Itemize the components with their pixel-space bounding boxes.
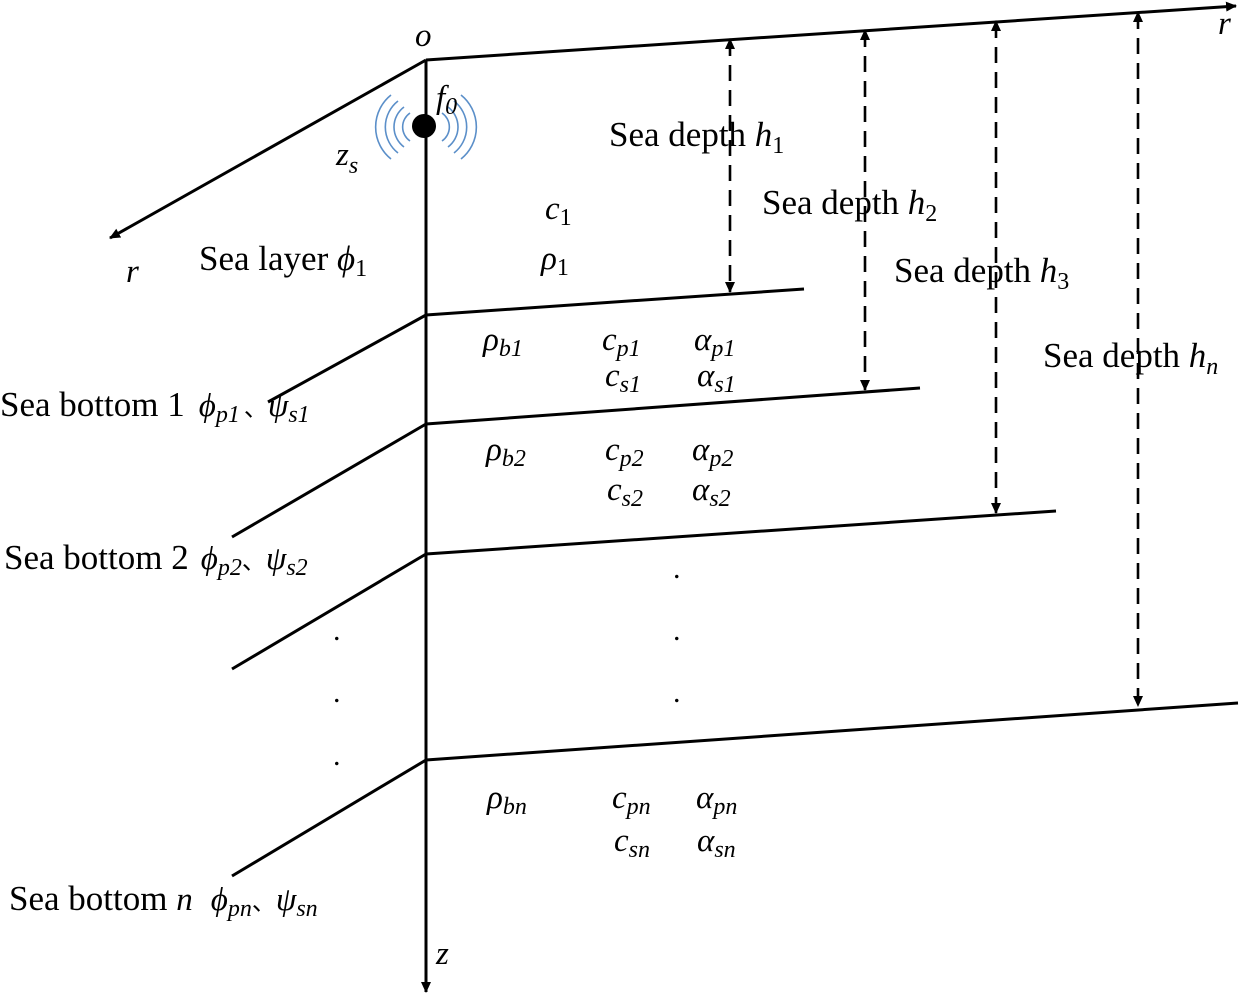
sea-depth-h3-label: Sea depth h3 xyxy=(894,251,1069,295)
bottom-2-ap: αp2 xyxy=(692,432,733,472)
ellipsis-dot: . xyxy=(333,739,341,772)
interface-n xyxy=(231,701,1239,878)
bottom-n-cs: csn xyxy=(614,823,650,863)
r-axis-label-oblique: r xyxy=(126,254,139,290)
sea-layer-label: Sea layer ϕ1 xyxy=(199,239,367,282)
ellipsis-dot: . xyxy=(673,614,681,647)
interface-3 xyxy=(231,509,1057,671)
source-frequency-label: f0 xyxy=(436,80,457,120)
z-axis-label: z xyxy=(435,936,449,972)
r-axis-oblique xyxy=(109,58,427,240)
source-depth-label: zs xyxy=(335,137,358,179)
bottom-1-as: αs1 xyxy=(697,358,736,398)
sea-depth-hn-label: Sea depth hn xyxy=(1043,336,1218,380)
bottom-1-density: ρb1 xyxy=(482,322,523,362)
bottom-2-cs: cs2 xyxy=(607,472,643,512)
bottom-1-cp: cp1 xyxy=(602,322,641,362)
bottom-n-density: ρbn xyxy=(486,780,527,820)
sea-depth-h1-label: Sea depth h1 xyxy=(609,115,784,159)
bottom-1-ap: αp1 xyxy=(694,322,735,362)
bottom-2-density: ρb2 xyxy=(485,432,526,472)
bottom-n-ap: αpn xyxy=(696,780,737,820)
r-axis-right xyxy=(425,1,1237,62)
origin-label: o xyxy=(415,18,432,54)
interface-2 xyxy=(231,386,921,539)
bottom-n-as: αsn xyxy=(697,823,736,863)
bottom-2-cp: cp2 xyxy=(605,432,644,472)
bottom-1-cs: cs1 xyxy=(605,358,641,398)
sea-depth-h2-label: Sea depth h2 xyxy=(762,183,937,227)
signal-wave-icon xyxy=(374,94,478,160)
sea-layer-speed: c1 xyxy=(545,191,572,231)
ellipsis-dot: . xyxy=(673,552,681,585)
bottom-2-as: αs2 xyxy=(692,472,731,512)
ellipsis-dot: . xyxy=(333,676,341,709)
interface-1 xyxy=(267,287,805,404)
bottom-n-cp: cpn xyxy=(612,780,651,820)
r-axis-label-right: r xyxy=(1218,6,1231,42)
sea-layer-density: ρ1 xyxy=(540,241,569,281)
sound-source-dot xyxy=(412,114,436,138)
ellipsis-dot: . xyxy=(673,676,681,709)
ellipsis-dot: . xyxy=(333,614,341,647)
